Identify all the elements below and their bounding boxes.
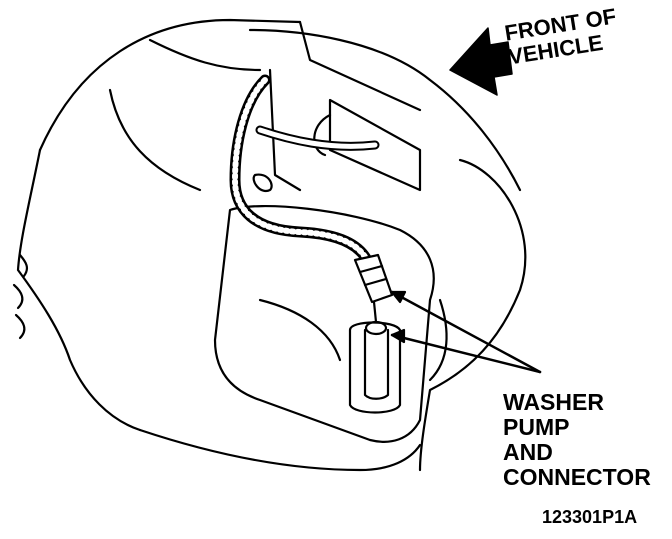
reservoir-body	[213, 204, 435, 443]
bumper-rib-1	[18, 253, 29, 278]
leader-line-pump	[390, 333, 542, 374]
bumper-lower-outline	[16, 148, 142, 432]
connector-wire	[372, 300, 378, 324]
wiring-harness-ribs	[232, 77, 371, 265]
front-direction-arrow-icon	[449, 27, 513, 96]
bracket-box	[328, 98, 422, 192]
washer-pump-top	[364, 320, 388, 336]
bumper-outline	[38, 18, 302, 152]
leader-arrowhead-pump	[390, 328, 406, 344]
wheel-well-inner	[428, 298, 448, 382]
pump-slot	[348, 321, 402, 414]
callout-line4: CONNECTOR	[503, 464, 651, 490]
bumper-inner-ridge	[108, 88, 202, 192]
wheel-well-arc	[418, 158, 527, 472]
callout-line2: PUMP	[503, 414, 570, 440]
figure-id: 123301P1A	[542, 507, 638, 527]
panel-edge	[268, 68, 302, 192]
connector-latch	[358, 264, 388, 287]
electrical-connector	[353, 253, 394, 304]
bracket-hole	[313, 113, 332, 157]
callout-line3: AND	[503, 439, 553, 465]
leader-arrowhead-connector	[390, 290, 407, 304]
bumper-top-edge	[148, 38, 262, 72]
harness-clip	[252, 173, 273, 193]
hood-line	[248, 28, 522, 192]
upper-hose-edge	[257, 127, 378, 149]
washer-pump-body	[363, 328, 390, 400]
bumper-rib-2	[12, 283, 24, 310]
wiring-harness	[229, 74, 374, 268]
reservoir-lower	[138, 428, 422, 472]
callout-line1: WASHER	[503, 389, 604, 415]
leader-line-connector	[390, 290, 542, 374]
washer-pump-callout: WASHER PUMP AND CONNECTOR	[503, 390, 651, 490]
reservoir-crease	[258, 298, 342, 362]
panel-top	[298, 20, 422, 112]
bumper-rib-3	[14, 313, 26, 340]
